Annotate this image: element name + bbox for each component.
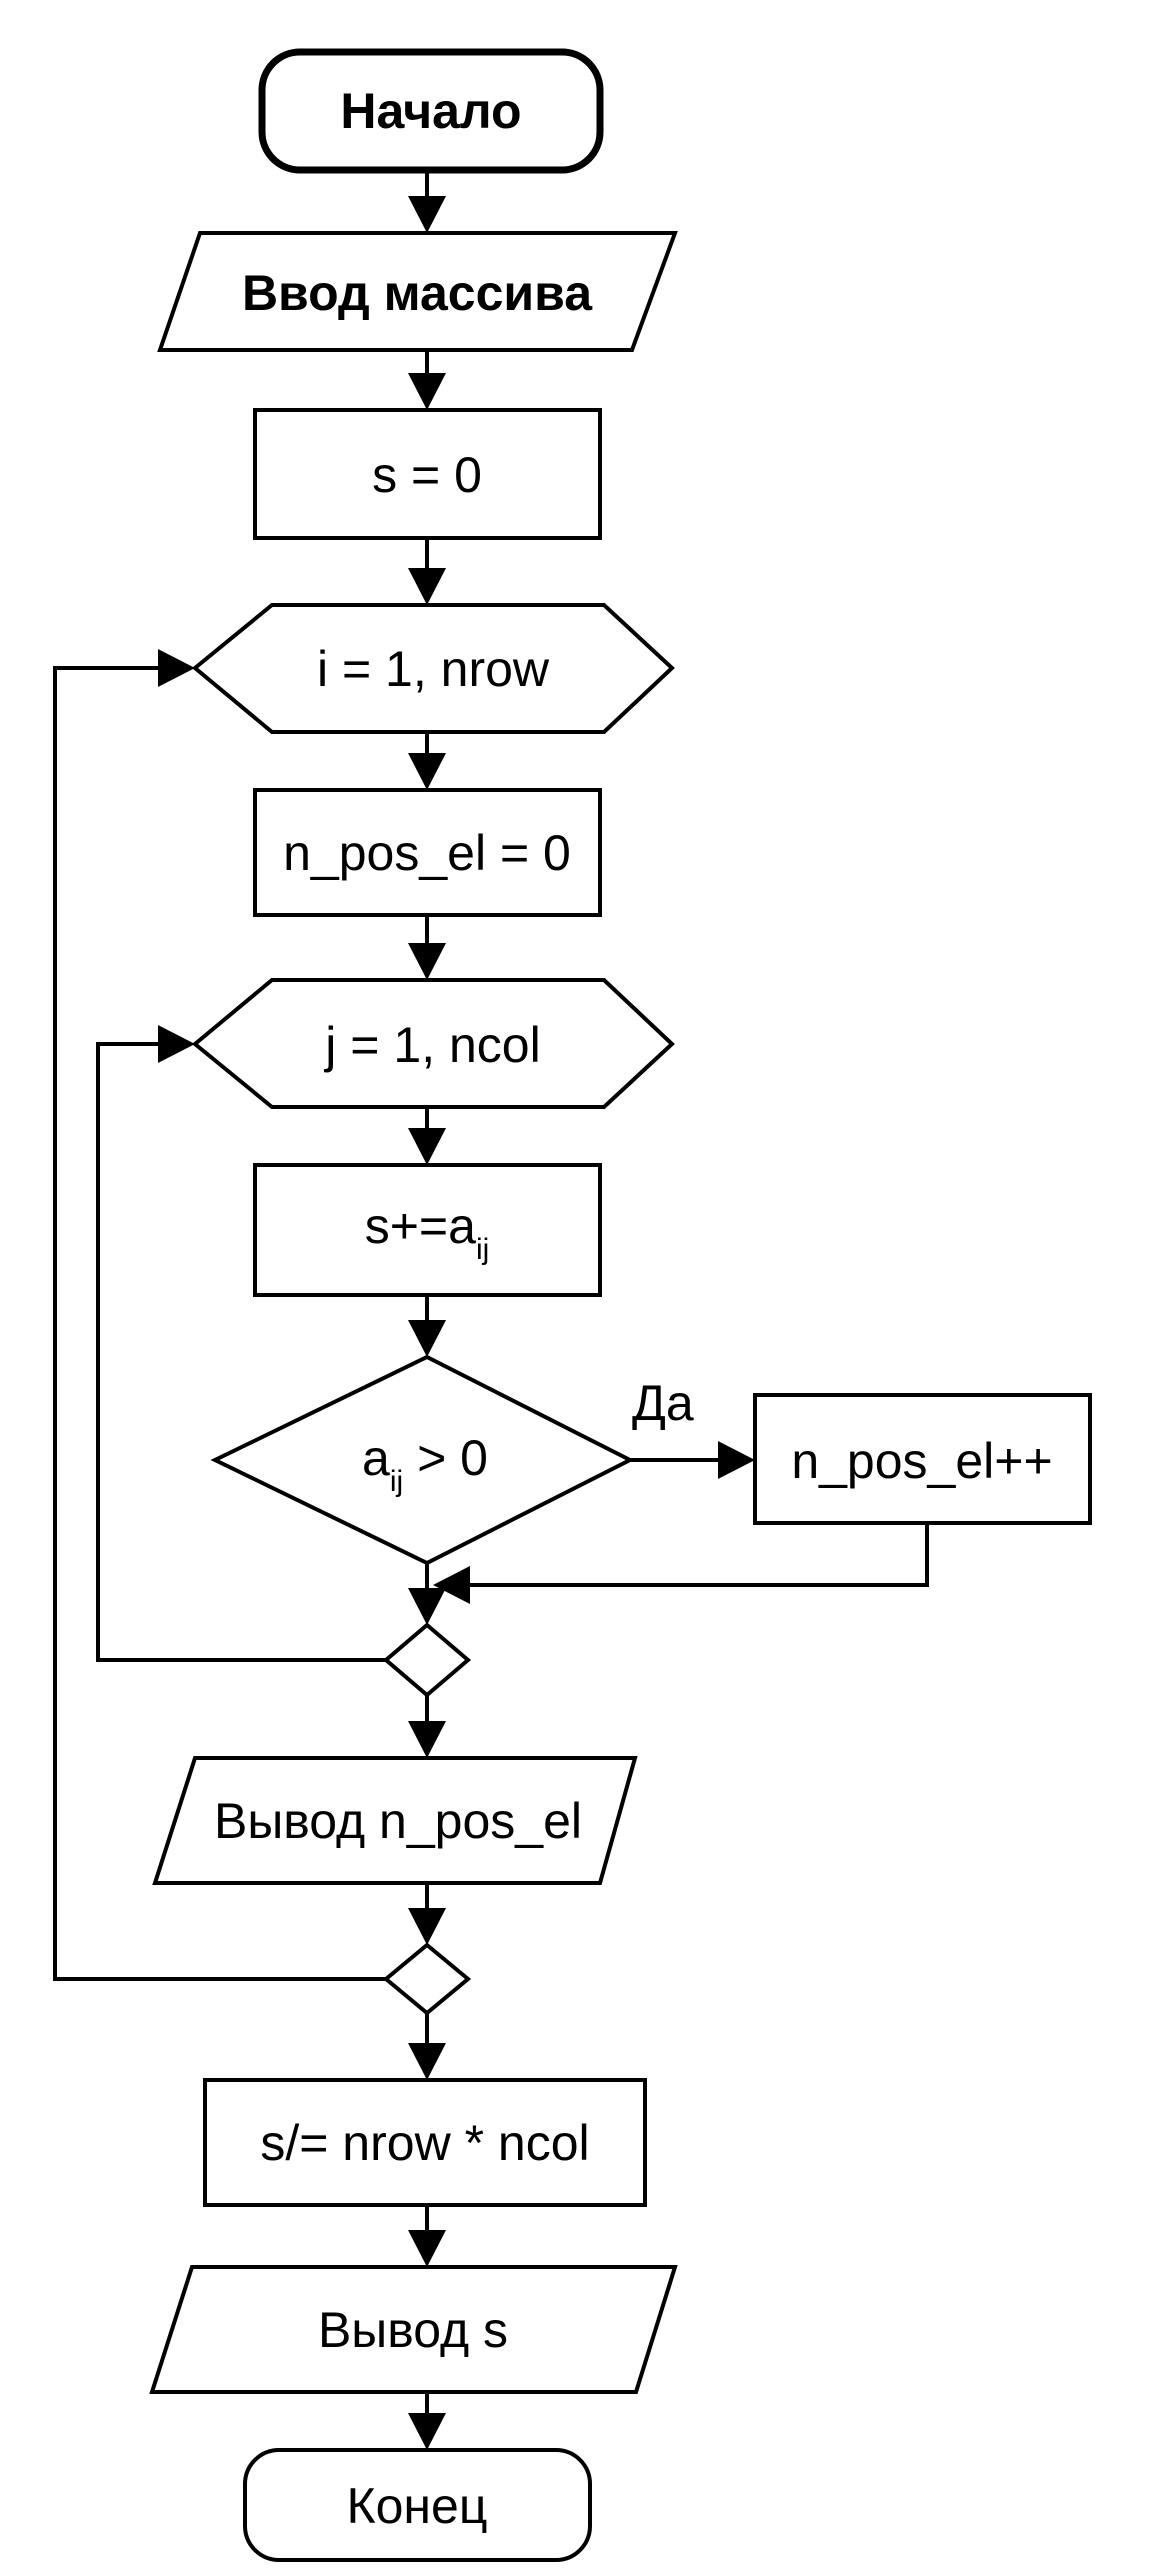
init-s-label: s = 0 — [372, 447, 482, 503]
init-count-process — [253, 788, 602, 917]
inner-loop-end-connector — [382, 1622, 472, 1698]
start-label: Начало — [340, 83, 521, 139]
arrowhead-loop-j-accumulate — [408, 1128, 446, 1165]
condition-subscript: ij — [390, 1465, 403, 1498]
output-s-label: Вывод s — [318, 2302, 508, 2358]
loop-i-label: i = 1, nrow — [317, 641, 550, 697]
input-array-label: Ввод массива — [242, 265, 593, 321]
end-terminal — [243, 2448, 592, 2562]
init-count-label: n_pos_el = 0 — [283, 825, 571, 881]
input-array-parallelogram — [157, 231, 678, 352]
arrowhead-accumulate-condition — [408, 1320, 446, 1357]
arrowhead-condition-yes — [718, 1441, 755, 1479]
connector-outer-loop-return — [53, 666, 386, 1981]
connector-increment-return — [470, 1523, 929, 1587]
loop-j-hexagon — [191, 978, 675, 1109]
loop-j-label: j = 1, ncol — [323, 1017, 540, 1073]
output-count-parallelogram — [152, 1756, 638, 1885]
average-label: s/= nrow * ncol — [260, 2115, 589, 2171]
arrowhead-output-s-end — [408, 2413, 446, 2450]
loop-i-hexagon — [191, 603, 675, 734]
arrowhead-inner-end-output — [408, 1721, 446, 1758]
arrowhead-loop-i-init-count — [408, 753, 446, 790]
condition-base: a — [362, 1430, 390, 1486]
accumulate-process — [253, 1163, 602, 1297]
condition-rest: > 0 — [403, 1430, 488, 1486]
average-process — [203, 2078, 647, 2207]
arrowhead-outer-end-average — [408, 2043, 446, 2080]
arrowhead-increment-return — [433, 1566, 470, 1604]
init-s-process — [253, 408, 602, 540]
arrowhead-output-outer-end — [408, 1908, 446, 1945]
output-s-parallelogram — [149, 2265, 678, 2394]
arrowhead-outer-loop-return — [158, 649, 195, 687]
start-terminal — [258, 48, 604, 174]
outer-loop-end-connector — [382, 1942, 472, 2016]
connector-inner-loop-return — [96, 1042, 386, 1662]
accumulate-subscript: ij — [476, 1233, 489, 1266]
accumulate-base: s+=a — [365, 1198, 476, 1254]
yes-label: Да — [632, 1375, 694, 1431]
increment-label: n_pos_el++ — [791, 1433, 1052, 1489]
condition-label: aij > 0 — [362, 1430, 488, 1498]
arrowhead-input-init-s — [408, 373, 446, 410]
increment-process — [753, 1393, 1092, 1525]
arrowhead-init-s-loop-i — [408, 568, 446, 605]
arrowhead-start-input — [408, 196, 446, 233]
end-label: Конец — [347, 2478, 488, 2534]
arrowhead-condition-merge — [408, 1588, 446, 1625]
arrowhead-average-output-s — [408, 2230, 446, 2267]
arrowhead-inner-loop-return — [158, 1025, 195, 1063]
arrowhead-init-count-loop-j — [408, 943, 446, 980]
output-count-label: Вывод n_pos_el — [214, 1793, 582, 1849]
accumulate-label: s+=aij — [365, 1198, 490, 1266]
